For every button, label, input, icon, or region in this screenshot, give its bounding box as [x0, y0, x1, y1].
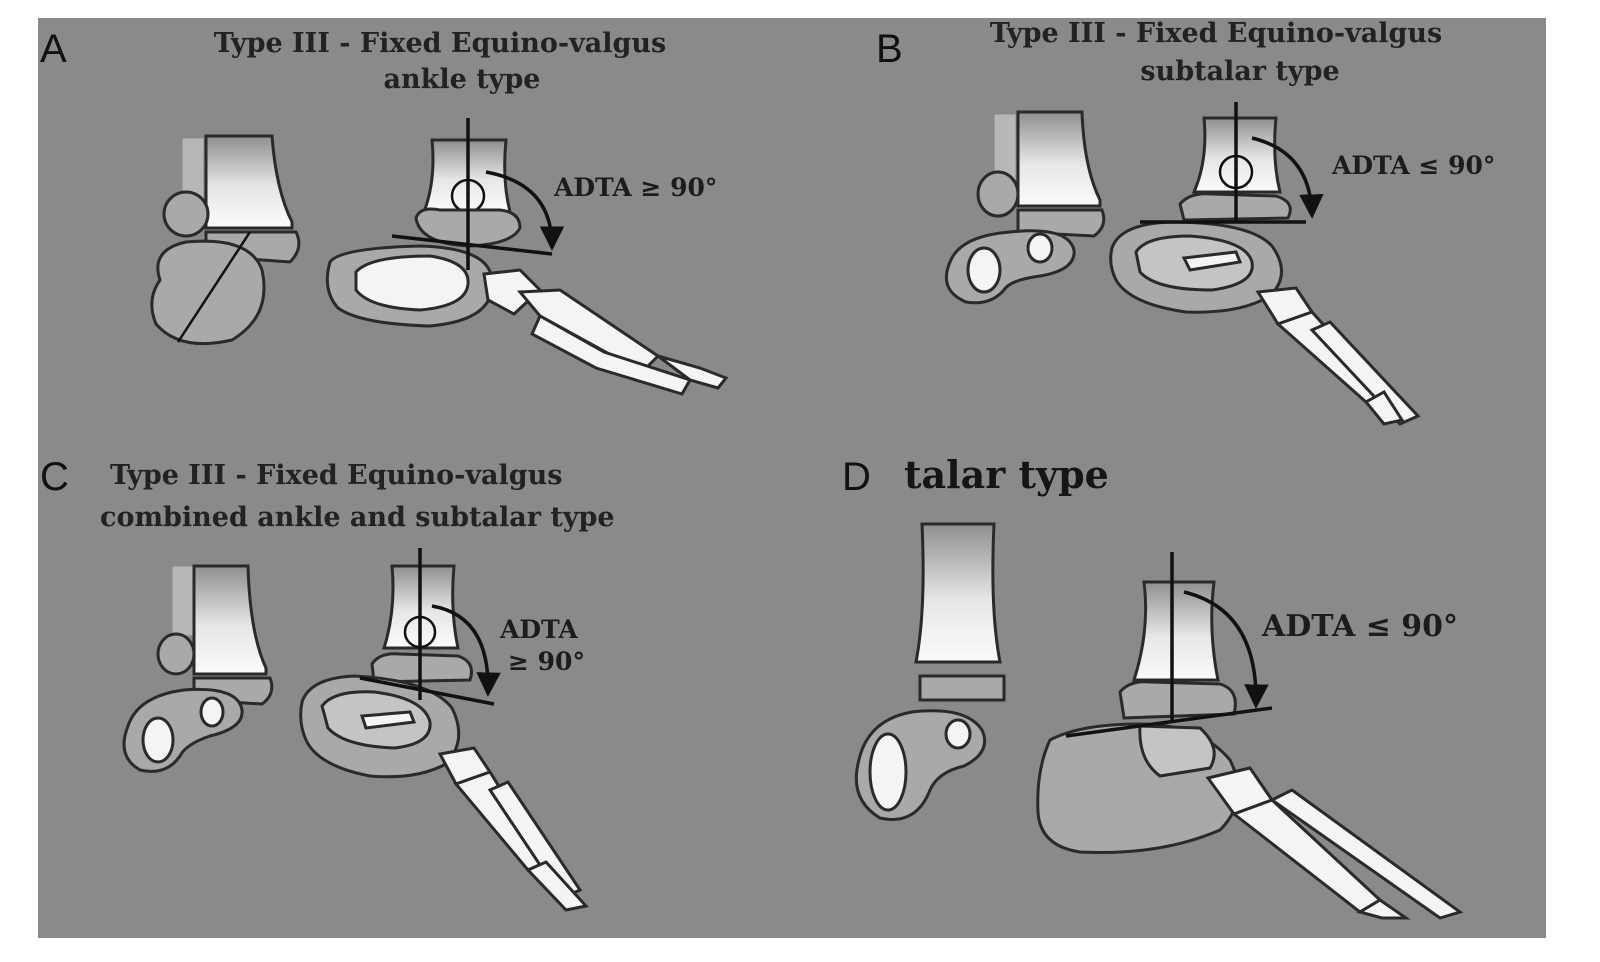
talus-lateral — [1118, 680, 1237, 720]
calcaneus-core — [141, 716, 175, 764]
panel-b-lateral-view — [1109, 102, 1421, 426]
panel-d-lateral-view — [1036, 552, 1464, 920]
panel-c-adta-label-line1: ADTA — [499, 615, 578, 644]
panel-b-title-line2: subtalar type — [1140, 56, 1339, 87]
panel-c-letter: C — [40, 455, 69, 499]
panel-a-lateral-view — [325, 118, 729, 396]
panel-b-adta-label: ADTA ≤ 90° — [1331, 151, 1495, 180]
phalanges — [1363, 390, 1405, 426]
metatarsal-2 — [1309, 320, 1421, 426]
panel-d-adta-label: ADTA ≤ 90° — [1261, 609, 1458, 644]
panel-c-front-view — [122, 564, 274, 773]
calcaneus-core — [359, 710, 417, 730]
adta-arc-d — [1183, 590, 1269, 709]
panel-a-front-view — [150, 134, 301, 346]
talar-dome-line — [359, 676, 495, 706]
talus-front — [918, 674, 1006, 702]
adta-arc-b — [1251, 136, 1324, 219]
fibula-tip — [156, 632, 196, 676]
tibia-lateral — [1131, 580, 1220, 682]
talar-dome-line — [1065, 706, 1273, 738]
talus-front — [1016, 208, 1106, 238]
tibia-front — [914, 522, 1002, 664]
panel-c-lateral-view — [299, 548, 589, 912]
metatarsal-1 — [516, 288, 661, 374]
panel-d-letter: D — [842, 455, 871, 499]
calcaneus-core — [1181, 250, 1243, 272]
metatarsal-2 — [487, 780, 583, 900]
talar-head-core — [944, 718, 972, 750]
panel-b: B Type III - Fixed Equino-valgus subtala… — [876, 18, 1495, 426]
panel-a-title-line2: ankle type — [384, 64, 541, 95]
tibia-front — [192, 564, 268, 676]
panel-c: C Type III - Fixed Equino-valgus combine… — [40, 455, 615, 912]
figure-background — [38, 18, 1546, 938]
panel-d-title: talar type — [904, 452, 1109, 497]
metatarsal-2 — [1269, 788, 1464, 920]
calcaneus-core — [354, 254, 470, 312]
calcaneal-axis — [176, 231, 252, 343]
panel-c-title-line2: combined ankle and subtalar type — [100, 502, 615, 533]
panel-a: A Type III - Fixed Equino-valgus ankle t… — [40, 27, 729, 396]
fibula-hatch — [171, 565, 195, 637]
phalanges — [525, 860, 589, 912]
fibula-tip — [162, 190, 210, 238]
calcaneus-front — [150, 239, 266, 346]
panel-a-title-line1: Type III - Fixed Equino-valgus — [214, 28, 667, 59]
calcaneus-core — [868, 732, 908, 812]
talar-head-core — [1026, 232, 1054, 264]
panel-d-front-view — [854, 522, 1006, 821]
phalanges — [1356, 898, 1411, 920]
tibia-front — [1016, 110, 1102, 208]
panel-b-letter: B — [876, 27, 903, 71]
panel-b-title-line1: Type III - Fixed Equino-valgus — [990, 18, 1443, 49]
calcaneus-core — [966, 246, 1002, 294]
adta-arc-c — [431, 604, 501, 697]
panel-d: D talar type ADTA ≤ 90° — [842, 452, 1464, 920]
panel-a-letter: A — [40, 27, 67, 71]
metatarsal-2 — [530, 313, 693, 396]
fibula-tip — [976, 170, 1020, 218]
talar-body-lateral — [1138, 724, 1216, 778]
talar-head-core — [199, 696, 225, 728]
panel-a-adta-label: ADTA ≥ 90° — [553, 173, 717, 202]
tibia-front — [204, 134, 294, 230]
panel-c-title-line1: Type III - Fixed Equino-valgus — [110, 460, 563, 491]
panel-b-front-view — [945, 110, 1106, 305]
talar-dome-line — [391, 234, 553, 256]
panel-c-adta-label-line2: ≥ 90° — [508, 647, 585, 676]
adta-arc-a — [485, 170, 565, 251]
phalanges — [657, 354, 729, 390]
